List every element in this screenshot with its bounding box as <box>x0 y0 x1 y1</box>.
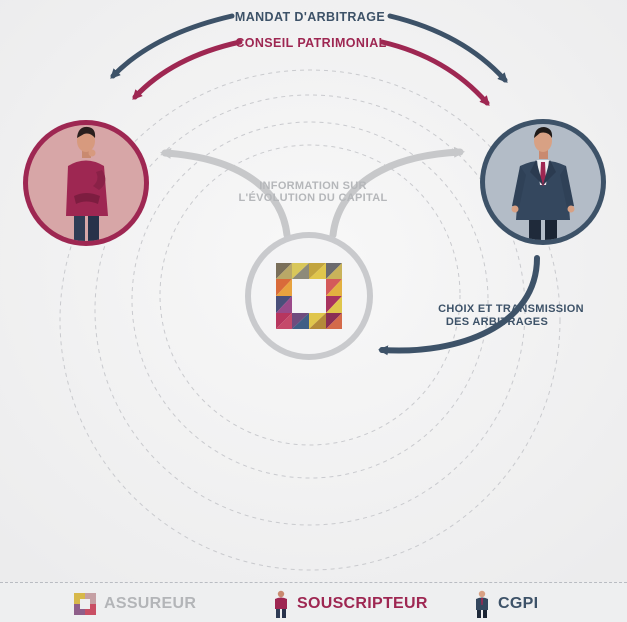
mandat-arrow-right <box>387 13 508 83</box>
conseil-arrow-right <box>379 39 490 107</box>
choix-label-line2: DES ARBITRAGES <box>446 316 548 328</box>
dashed-orbits <box>59 69 561 571</box>
man-thinking-icon <box>66 126 108 241</box>
man-thinking-icon <box>275 590 287 618</box>
businessman-icon <box>476 590 488 618</box>
legend-assureur: ASSUREUR <box>74 589 196 619</box>
info-arrow-right <box>329 146 465 239</box>
legend-souscripteur: SOUSCRIPTEUR <box>273 589 428 619</box>
cgpi-node <box>480 119 606 245</box>
conseil-label: CONSEIL PATRIMONIAL <box>235 36 386 50</box>
choix-arrow <box>378 255 540 356</box>
legend: ASSUREUR SOUSCRIPTEUR CGPI <box>0 582 627 622</box>
choix-label-line1: CHOIX ET TRANSMISSION <box>438 303 584 315</box>
conseil-arrow-left <box>132 39 243 100</box>
assureur-logo-icon <box>276 263 342 329</box>
businessman-icon <box>511 127 575 240</box>
assureur-node <box>245 232 373 360</box>
legend-cgpi-label: CGPI <box>498 595 539 612</box>
legend-assureur-label: ASSUREUR <box>104 595 197 612</box>
assureur-logo-icon <box>74 593 96 615</box>
info-label-line2: L'ÉVOLUTION DU CAPITAL <box>239 191 388 204</box>
mandat-label: MANDAT D'ARBITRAGE <box>235 10 385 24</box>
legend-cgpi: CGPI <box>474 589 538 619</box>
info-label-line1: INFORMATION SUR <box>259 180 367 192</box>
mandat-arrow <box>110 13 235 79</box>
legend-souscripteur-label: SOUSCRIPTEUR <box>297 595 428 612</box>
souscripteur-node <box>23 120 149 246</box>
info-arrow-left <box>160 147 291 239</box>
